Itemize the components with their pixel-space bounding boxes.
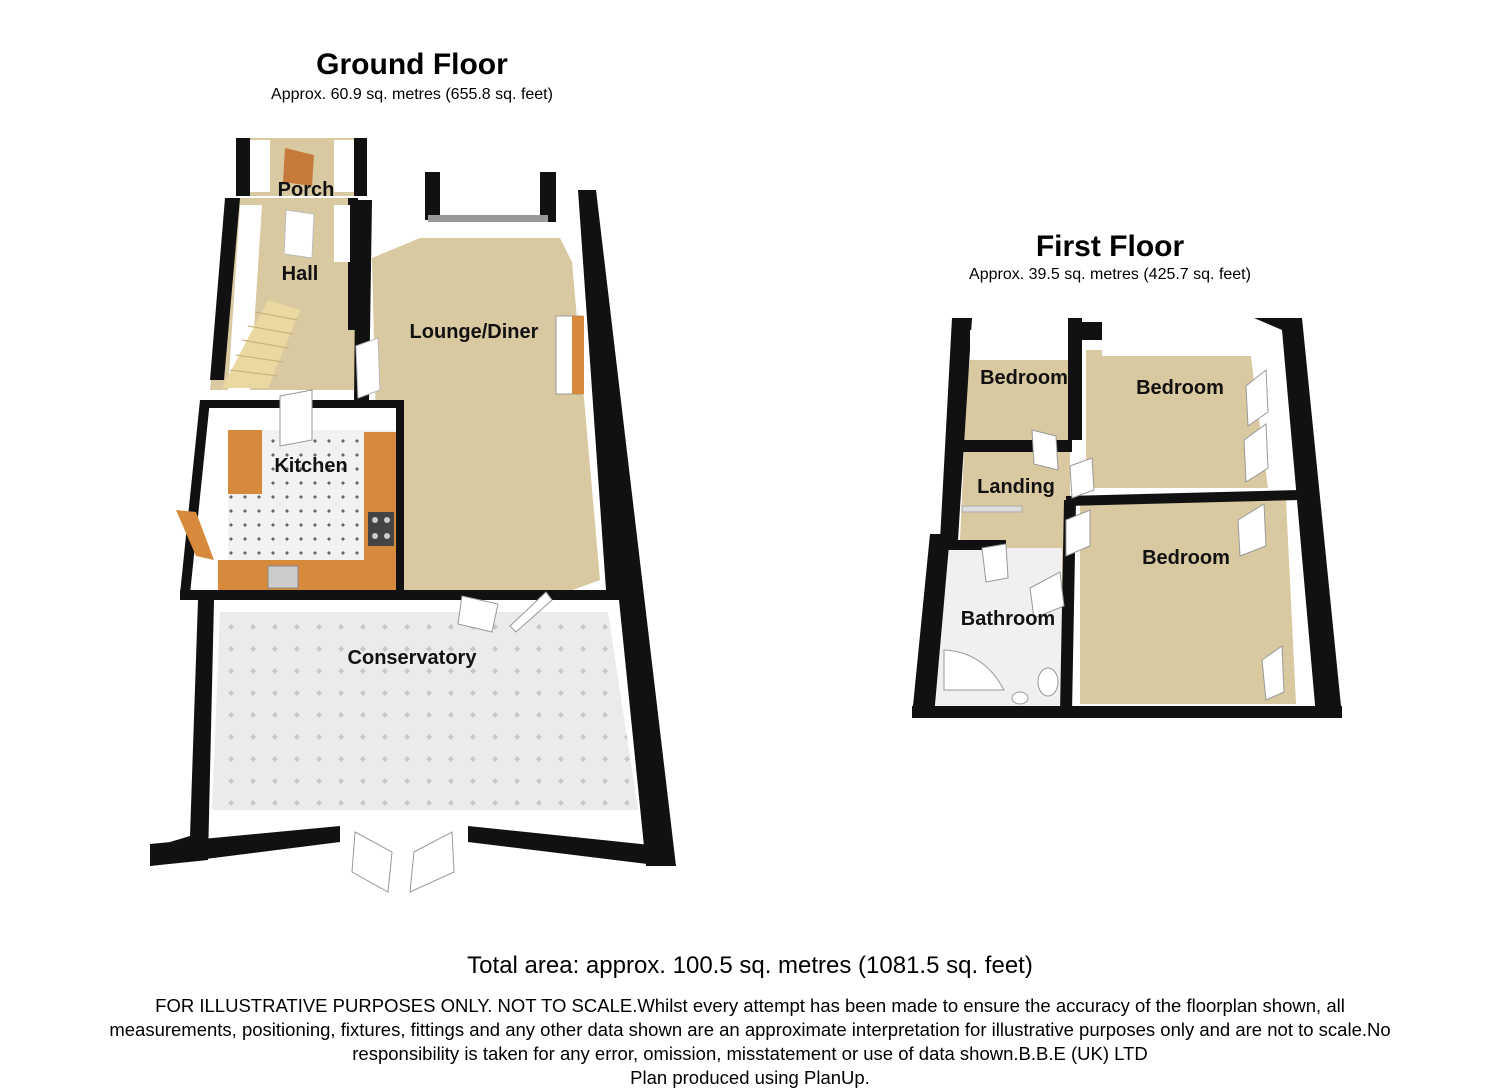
total-area: Total area: approx. 100.5 sq. metres (10… <box>467 952 1033 979</box>
shower-tray-icon <box>943 649 1005 691</box>
disclaimer-line: FOR ILLUSTRATIVE PURPOSES ONLY. NOT TO S… <box>155 995 1345 1016</box>
disclaimer-line: Plan produced using PlanUp. <box>630 1067 870 1088</box>
disclaimer-line: measurements, positioning, fixtures, fit… <box>109 1019 1391 1040</box>
room-label-bedroom-small: Bedroom <box>980 367 1068 389</box>
room-label-conservatory: Conservatory <box>348 647 478 669</box>
room-label-kitchen: Kitchen <box>274 455 347 477</box>
first-floor-plan: Bedroom Bedroom Landing Bedroom Bathroom <box>912 318 1342 718</box>
porch <box>236 138 367 196</box>
kitchen <box>176 389 404 594</box>
room-label-bedroom-front: Bedroom <box>1136 377 1224 399</box>
conservatory <box>150 590 664 893</box>
hall <box>210 198 362 390</box>
room-label-porch: Porch <box>278 179 335 201</box>
ground-floor-area: Approx. 60.9 sq. metres (655.8 sq. feet) <box>271 86 553 103</box>
first-floor-title: First Floor <box>1035 230 1185 263</box>
room-label-landing: Landing <box>977 476 1055 498</box>
lounge-diner <box>352 172 676 866</box>
first-floor-area: Approx. 39.5 sq. metres (425.7 sq. feet) <box>969 266 1251 283</box>
toilet-icon <box>1037 667 1059 697</box>
room-label-bathroom: Bathroom <box>961 608 1055 630</box>
ground-floor-title: Ground Floor <box>316 48 508 81</box>
disclaimer: FOR ILLUSTRATIVE PURPOSES ONLY. NOT TO S… <box>0 994 1500 1090</box>
room-label-hall: Hall <box>282 263 319 285</box>
disclaimer-line: responsibility is taken for any error, o… <box>352 1043 1148 1064</box>
room-label-lounge-diner: Lounge/Diner <box>410 321 539 343</box>
bedroom-front-floor <box>1086 350 1268 488</box>
ground-floor-plan: Porch Hall Lounge/Diner Kitchen Conserva… <box>150 138 676 893</box>
basin-icon <box>1011 691 1029 705</box>
floorplan-drawing: Porch Hall Lounge/Diner Kitchen Conserva… <box>150 138 1342 893</box>
bedroom-small-floor <box>960 360 1070 440</box>
room-label-bedroom-rear: Bedroom <box>1142 547 1230 569</box>
